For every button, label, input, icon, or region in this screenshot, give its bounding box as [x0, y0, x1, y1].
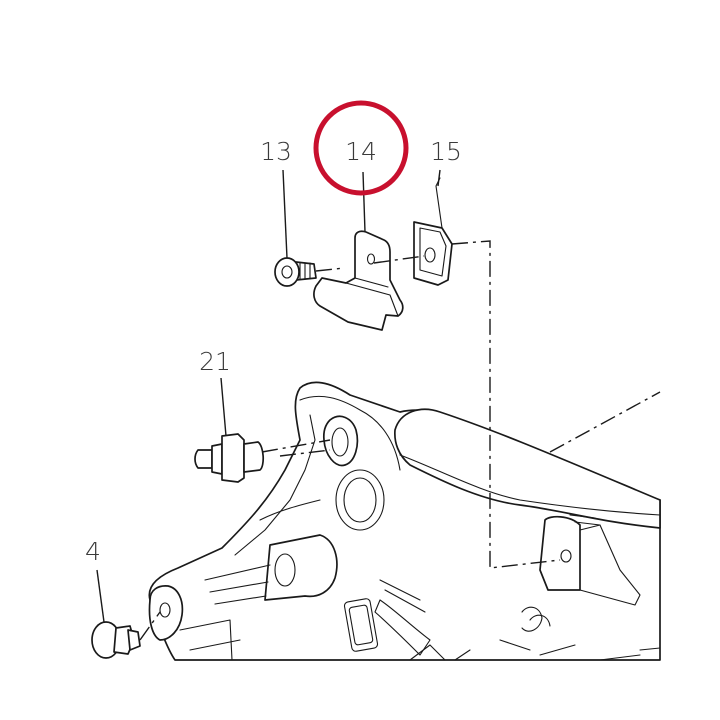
callout-label-14: 14	[345, 137, 377, 166]
bracket-part-14	[313, 230, 404, 331]
lower-frame-assembly	[148, 381, 661, 661]
callout-label-21: 21	[199, 347, 231, 376]
pin-part-21	[194, 433, 264, 483]
callout-leader-lines	[96, 169, 441, 623]
highlight-circle	[313, 100, 409, 196]
clip-nut-part-15	[413, 177, 453, 286]
screw-part-13	[274, 257, 317, 287]
callout-label-13: 13	[260, 137, 292, 166]
leader-line-21	[220, 377, 227, 437]
callout-label-4: 4	[85, 537, 101, 566]
leader-line-14	[362, 171, 366, 233]
leader-line-4	[96, 569, 105, 623]
knob-part-4	[91, 621, 141, 659]
leader-line-13	[282, 169, 288, 259]
callout-label-15: 15	[430, 137, 462, 166]
assembly-center-lines	[139, 240, 661, 641]
leader-line-15	[437, 169, 441, 187]
